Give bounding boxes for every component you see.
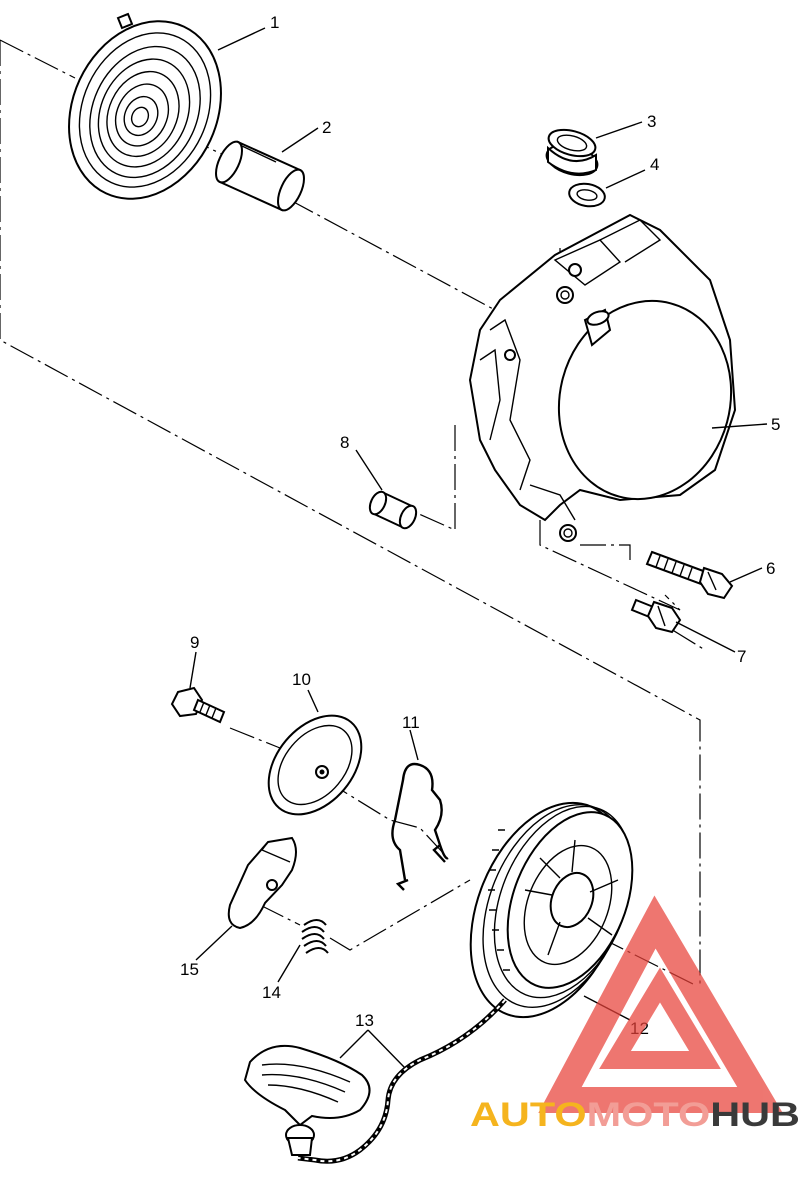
watermark-moto: MOTO — [587, 1096, 711, 1134]
washer — [568, 182, 606, 208]
callout-9: 9 — [190, 633, 199, 652]
watermark-auto: AUTO — [470, 1096, 587, 1134]
recoil-spring — [68, 12, 222, 200]
callout-8: 8 — [340, 433, 349, 452]
watermark-triangle-outer — [538, 895, 783, 1113]
watermark-triangle-inner — [599, 967, 721, 1069]
callout-15: 15 — [180, 960, 199, 979]
starter-housing — [468, 213, 737, 542]
callout-5: 5 — [771, 415, 780, 434]
callout-2: 2 — [322, 118, 331, 137]
callout-13: 13 — [355, 1011, 374, 1030]
starter-pulley — [469, 801, 634, 1019]
callout-11: 11 — [402, 713, 420, 732]
plug-cap — [545, 128, 599, 177]
small-bushing — [368, 490, 418, 530]
watermark-logo — [538, 895, 783, 1113]
pawl — [227, 836, 297, 930]
watermark-hub: HUB — [710, 1096, 800, 1134]
long-bolt — [645, 550, 734, 600]
callout-6: 6 — [766, 559, 775, 578]
callout-7: 7 — [737, 647, 746, 666]
short-bolt — [630, 598, 682, 634]
callout-3: 3 — [647, 112, 656, 131]
friction-plate — [267, 714, 363, 816]
screw — [170, 686, 226, 724]
spring-clip — [391, 762, 449, 891]
callout-14: 14 — [262, 983, 281, 1002]
bushing — [215, 140, 305, 212]
callout-1: 1 — [270, 13, 279, 32]
callout-4: 4 — [650, 155, 659, 174]
pawl-spring — [301, 919, 329, 954]
callout-10: 10 — [292, 670, 311, 689]
rope-handle — [243, 998, 507, 1164]
